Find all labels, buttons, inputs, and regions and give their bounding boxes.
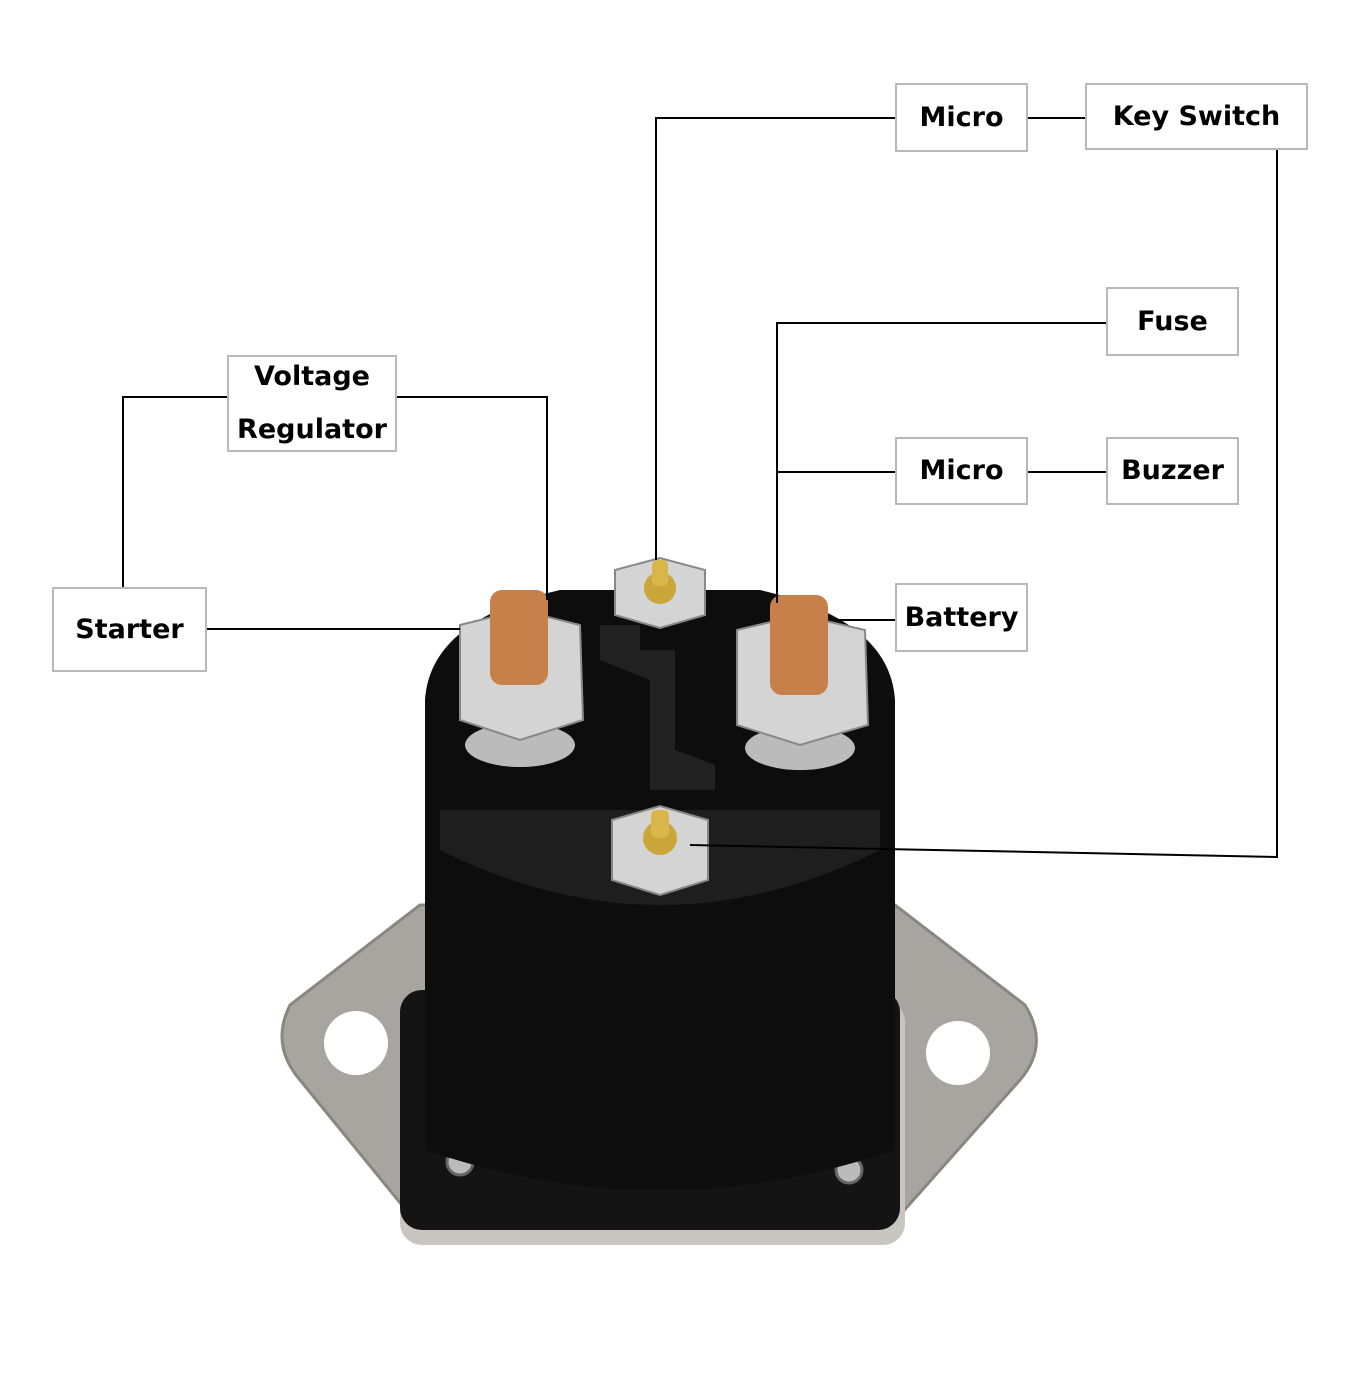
label-starter: Starter — [52, 587, 207, 672]
label-fuse: Fuse — [1106, 287, 1239, 356]
terminal-battery-post — [736, 595, 870, 770]
terminal-micro-post — [614, 556, 706, 630]
line-voltage-regulator-left — [122, 396, 227, 587]
line-micro-top — [655, 117, 895, 560]
terminal-starter-post — [459, 590, 585, 767]
label-buzzer: Buzzer — [1106, 437, 1239, 505]
label-battery: Battery — [895, 583, 1028, 652]
label-key-switch: Key Switch — [1085, 83, 1308, 150]
label-micro-top: Micro — [895, 83, 1028, 152]
label-voltage-regulator-line2: Regulator — [237, 413, 387, 445]
label-voltage-regulator: Voltage Regulator — [227, 355, 397, 452]
label-voltage-regulator-line1: Voltage — [254, 360, 370, 392]
label-micro-mid: Micro — [895, 437, 1028, 505]
line-voltage-regulator-right — [396, 396, 548, 600]
terminal-key-switch-post — [611, 804, 709, 897]
line-keyswitch — [689, 149, 1278, 859]
connector-lines — [122, 117, 1278, 859]
line-fuse — [776, 322, 1106, 603]
